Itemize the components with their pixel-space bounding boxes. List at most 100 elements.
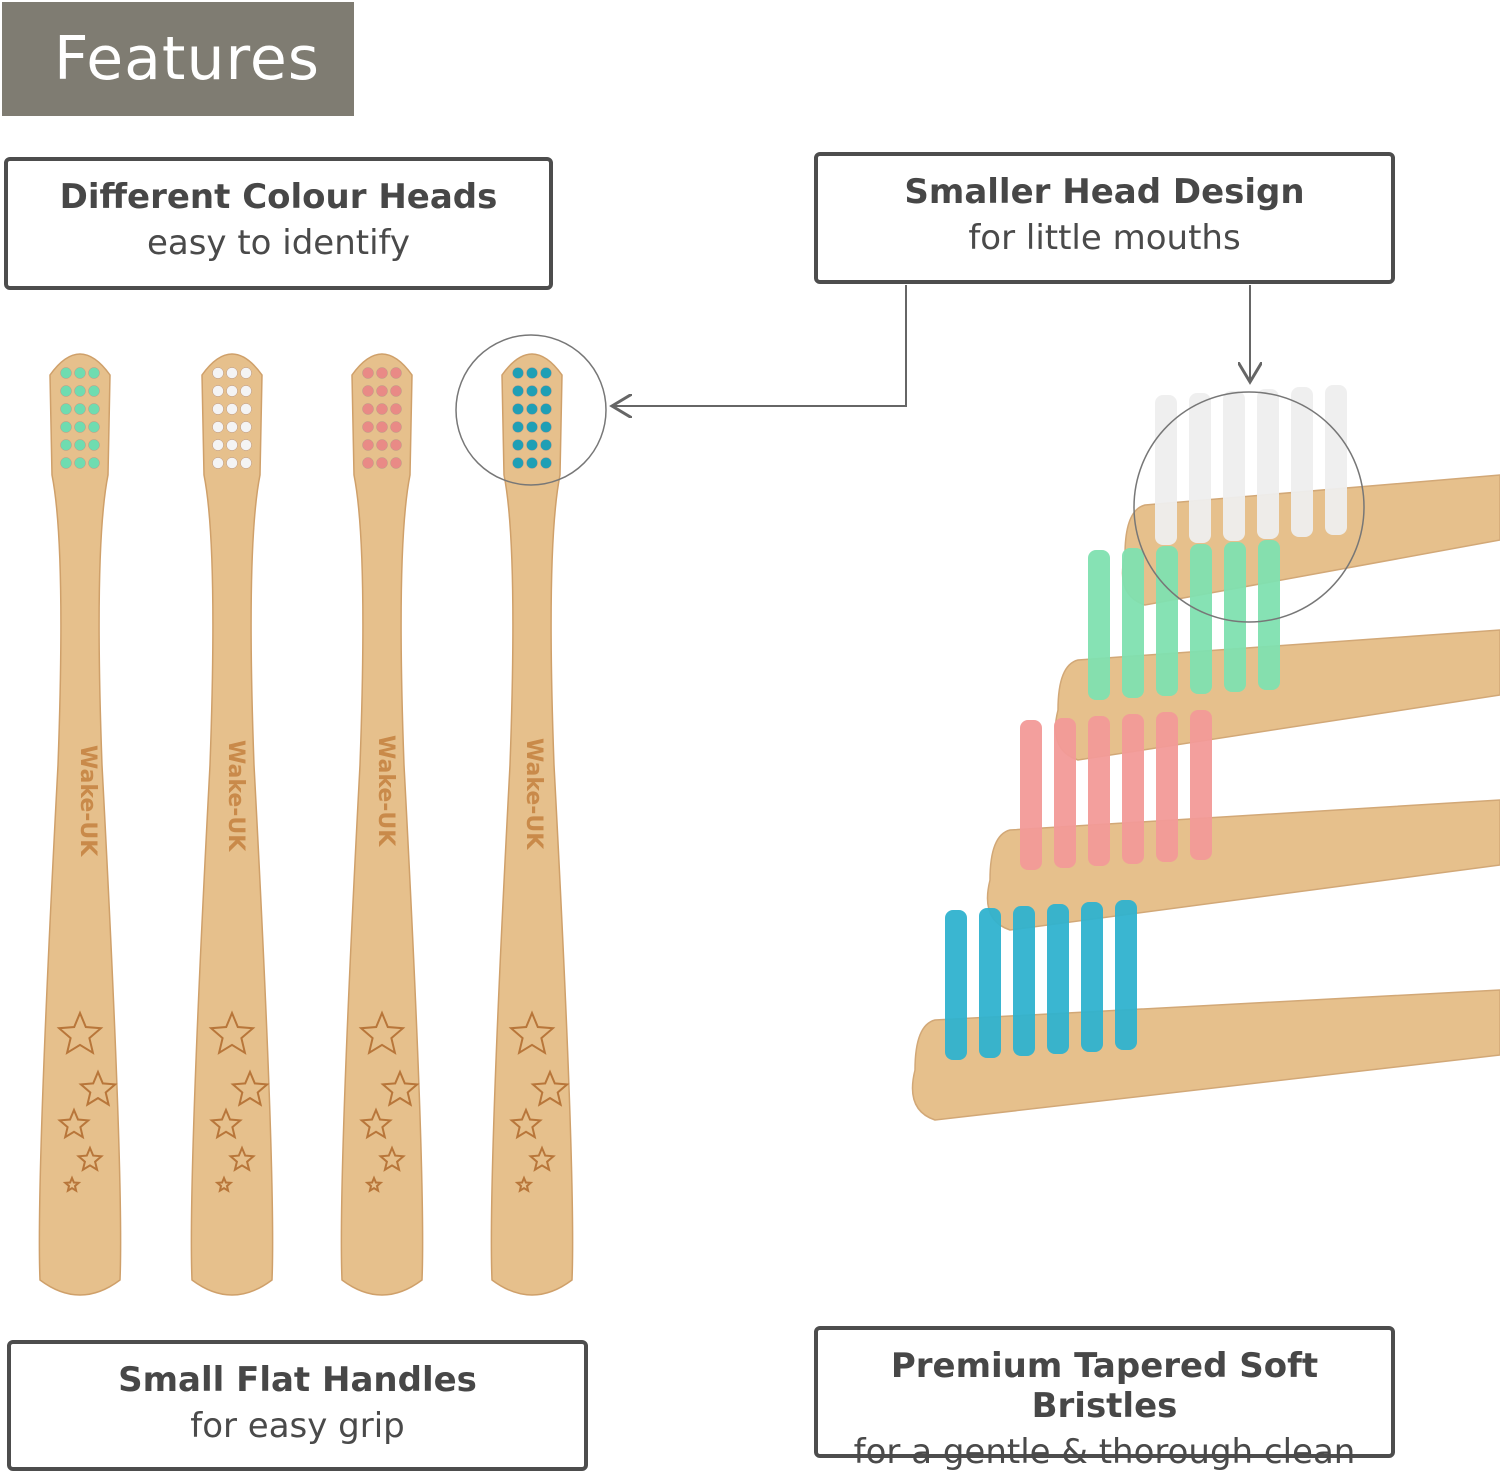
- bristle-tuft: [226, 367, 238, 379]
- star-icon: [76, 1145, 104, 1172]
- bristle-tuft: [88, 403, 100, 415]
- toothbrush-side: [1121, 385, 1500, 606]
- bristle-tuft: [60, 403, 72, 415]
- bristle-tuft: [1257, 389, 1279, 539]
- bristle-tuft: [212, 403, 224, 415]
- bristle-tuft: [1291, 387, 1313, 537]
- toothbrush: [38, 353, 122, 1296]
- bristle-tuft: [212, 367, 224, 379]
- bristle-tuft: [512, 457, 524, 469]
- toothbrush: [490, 353, 574, 1296]
- bristle-tuft: [376, 439, 388, 451]
- bristle-tuft: [1325, 385, 1347, 535]
- feature-box-flat-handles: Small Flat Handles for easy grip: [7, 1340, 588, 1471]
- bristle-tuft: [390, 367, 402, 379]
- toothbrush-side: [911, 900, 1500, 1121]
- bristle-tuft: [1155, 395, 1177, 545]
- feature-title: Premium Tapered Soft Bristles: [890, 1346, 1319, 1426]
- bristle-tuft: [226, 403, 238, 415]
- bristle-tuft: [979, 908, 1001, 1058]
- bristle-tuft: [540, 457, 552, 469]
- feature-title: Different Colour Heads: [59, 177, 498, 217]
- bristle-tuft: [526, 439, 538, 451]
- bristle-tuft: [512, 439, 524, 451]
- feature-box-soft-bristles: Premium Tapered Soft Bristles for a gent…: [814, 1326, 1395, 1472]
- brush-brand-label: Wake-UK: [521, 738, 546, 850]
- star-icon: [514, 1175, 534, 1193]
- bristle-tuft: [362, 403, 374, 415]
- connector-arrow: [612, 285, 907, 406]
- bristle-tuft: [376, 385, 388, 397]
- bristle-tuft: [512, 385, 524, 397]
- bristle-tuft: [390, 421, 402, 433]
- bristle-tuft: [540, 421, 552, 433]
- bristle-tuft: [362, 421, 374, 433]
- bristle-tuft: [1088, 550, 1110, 700]
- bristle-tuft: [1258, 540, 1280, 690]
- bristle-tuft: [390, 385, 402, 397]
- star-icon: [62, 1175, 82, 1193]
- bristle-tuft: [240, 403, 252, 415]
- star-icon: [508, 1010, 556, 1055]
- bristle-tuft: [1013, 906, 1035, 1056]
- bristle-tuft: [512, 403, 524, 415]
- bristle-tuft: [1088, 716, 1110, 866]
- bristle-tuft: [526, 403, 538, 415]
- bristle-tuft: [74, 403, 86, 415]
- star-icon: [380, 1069, 420, 1107]
- bristle-tuft: [526, 457, 538, 469]
- bristle-tuft: [60, 439, 72, 451]
- bristle-tuft: [60, 385, 72, 397]
- star-icon: [509, 1107, 543, 1140]
- bristle-tuft: [212, 421, 224, 433]
- bristle-tuft: [1047, 904, 1069, 1054]
- toothbrush: [340, 353, 424, 1296]
- bristle-tuft: [540, 385, 552, 397]
- bristle-tuft: [88, 457, 100, 469]
- bristle-tuft: [526, 385, 538, 397]
- bristle-tuft: [526, 421, 538, 433]
- bristle-tuft: [1020, 720, 1042, 870]
- bristle-tuft: [74, 439, 86, 451]
- bristle-tuft: [376, 403, 388, 415]
- bristle-tuft: [226, 439, 238, 451]
- feature-title: Small Flat Handles: [118, 1360, 477, 1400]
- brush-brand-label: Wake-UK: [223, 740, 248, 852]
- bristle-tuft: [1224, 542, 1246, 692]
- bristle-tuft: [1156, 546, 1178, 696]
- bristle-tuft: [1115, 900, 1137, 1050]
- bristle-tuft: [212, 439, 224, 451]
- brush-brand-label: Wake-UK: [75, 745, 100, 857]
- bristle-tuft: [390, 457, 402, 469]
- star-icon: [57, 1107, 91, 1140]
- bristle-tuft: [240, 457, 252, 469]
- star-icon: [364, 1175, 384, 1193]
- bristle-tuft: [60, 421, 72, 433]
- bristle-tuft: [60, 367, 72, 379]
- feature-box-smaller-head: Smaller Head Design for little mouths: [814, 152, 1395, 284]
- bristle-tuft: [1156, 712, 1178, 862]
- star-icon: [378, 1145, 406, 1172]
- bristle-tuft: [74, 385, 86, 397]
- star-icon: [228, 1145, 256, 1172]
- highlight-circle: [455, 334, 607, 486]
- star-icon: [530, 1069, 570, 1107]
- bristle-tuft: [212, 385, 224, 397]
- bristle-tuft: [226, 421, 238, 433]
- star-icon: [78, 1069, 118, 1107]
- star-icon: [230, 1069, 270, 1107]
- bristle-tuft: [1054, 718, 1076, 868]
- bristle-tuft: [74, 457, 86, 469]
- bristle-tuft: [540, 403, 552, 415]
- bristle-tuft: [240, 385, 252, 397]
- bristle-tuft: [1223, 391, 1245, 541]
- bristle-tuft: [390, 439, 402, 451]
- bristle-tuft: [60, 457, 72, 469]
- bristle-tuft: [540, 439, 552, 451]
- feature-subtitle: easy to identify: [146, 223, 411, 263]
- bristle-tuft: [1122, 548, 1144, 698]
- bristle-tuft: [1190, 710, 1212, 860]
- bristle-tuft: [540, 367, 552, 379]
- toothbrush-side: [986, 710, 1500, 931]
- bristle-tuft: [88, 385, 100, 397]
